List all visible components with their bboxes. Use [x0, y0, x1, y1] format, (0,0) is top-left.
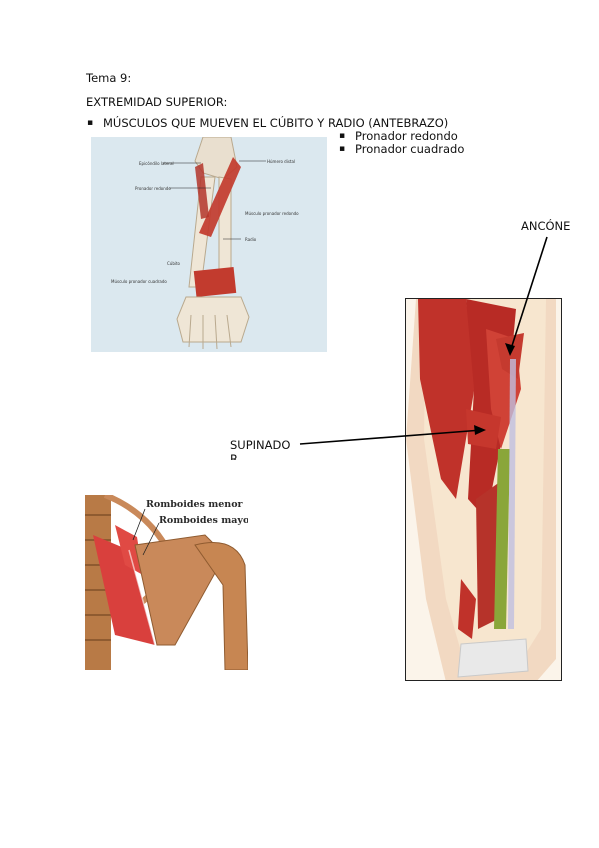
sub-bullet-pronador-redondo: Pronador redondo [339, 129, 458, 143]
sub-bullet-pronador-cuadrado: Pronador cuadrado [339, 142, 464, 156]
section-heading: EXTREMIDAD SUPERIOR: [86, 95, 228, 109]
label-radio: Radio [245, 237, 257, 242]
arm-illustration [406, 299, 556, 680]
label-supinador: SUPINADO [230, 438, 291, 452]
label-humero: Húmero distal [267, 159, 296, 164]
main-bullet: MÚSCULOS QUE MUEVEN EL CÚBITO Y RADIO (A… [87, 116, 448, 130]
label-musculo-pronador-redondo: Músculo pronador redondo [245, 211, 299, 216]
topic-heading: Tema 9: [86, 71, 132, 85]
label-ancone: ANCÓNE [521, 219, 571, 233]
forearm-pronators-figure: Epicóndilo lateral Húmero distal Pronado… [91, 137, 327, 352]
label-romboides-mayor: Romboides mayor [159, 515, 248, 526]
label-supinador-cut-wrap: R [230, 452, 260, 460]
label-pronador-cuadrado: Músculo pronador cuadrado [111, 279, 167, 284]
label-romboides-menor: Romboides menor [146, 499, 243, 510]
label-cubito: Cúbito [167, 261, 180, 266]
forearm-illustration [163, 137, 266, 350]
label-supinador-cut: R [230, 452, 238, 460]
arm-muscles-figure [405, 298, 562, 681]
label-pronador-redondo-small: Pronador redondo [135, 186, 171, 191]
rhomboids-figure: Romboides menor Romboides mayor [85, 495, 248, 670]
label-epicondilo: Epicóndilo lateral [139, 161, 174, 166]
rhomboids-illustration [85, 495, 248, 670]
